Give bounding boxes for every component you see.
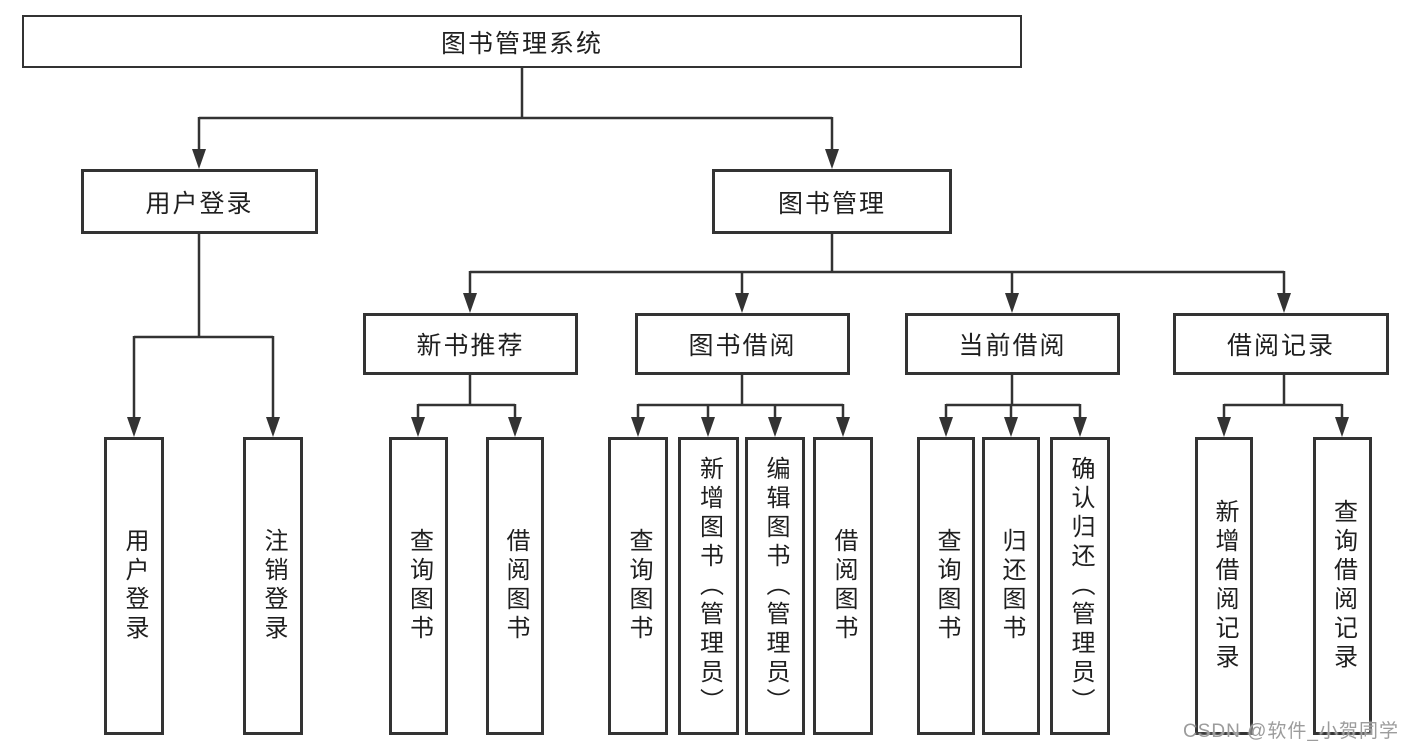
node-root-label: 图书管理系统 xyxy=(440,29,603,58)
node-user-login: 用户登录 xyxy=(81,169,318,234)
csdn-watermark: CSDN @软件_小贺同学 xyxy=(1183,721,1399,742)
leaf-user-login: 用户登录 xyxy=(104,437,164,735)
leaf-add-borrow-record: 新增借阅记录 xyxy=(1195,437,1253,735)
leaf-confirm-return-admin: 确认归还（管理员） xyxy=(1050,437,1110,735)
node-current-borrowing-label: 当前借阅 xyxy=(958,332,1067,360)
node-root: 图书管理系统 xyxy=(22,15,1022,68)
leaf-logout-label: 注销登录 xyxy=(260,528,287,644)
leaf-borrow-book-under-borrowing: 借阅图书 xyxy=(813,437,873,735)
leaf-add-borrow-record-label: 新增借阅记录 xyxy=(1211,499,1238,673)
node-borrowing-records-label: 借阅记录 xyxy=(1226,332,1335,360)
leaf-logout: 注销登录 xyxy=(243,437,303,735)
node-current-borrowing: 当前借阅 xyxy=(905,313,1120,375)
node-book-management: 图书管理 xyxy=(712,169,952,234)
leaf-borrow-book-under-new-book: 借阅图书 xyxy=(486,437,544,735)
node-new-book-recommendation: 新书推荐 xyxy=(363,313,578,375)
leaf-query-borrow-record: 查询借阅记录 xyxy=(1313,437,1372,735)
leaf-user-login-label: 用户登录 xyxy=(121,528,148,644)
leaf-query-borrow-record-label: 查询借阅记录 xyxy=(1329,499,1357,673)
leaf-query-book-under-new-book-label: 查询图书 xyxy=(405,528,433,644)
node-user-login-label: 用户登录 xyxy=(145,189,254,218)
leaf-query-book-under-new-book: 查询图书 xyxy=(389,437,448,735)
node-borrowing-records: 借阅记录 xyxy=(1173,313,1389,375)
leaf-borrow-book-under-new-book-label: 借阅图书 xyxy=(502,528,529,644)
leaf-query-book-under-borrowing: 查询图书 xyxy=(608,437,668,735)
leaf-edit-book-admin: 编辑图书（管理员） xyxy=(745,437,805,735)
node-book-borrowing: 图书借阅 xyxy=(635,313,850,375)
node-new-book-recommendation-label: 新书推荐 xyxy=(416,332,525,360)
leaf-return-book-label: 归还图书 xyxy=(998,528,1025,644)
leaf-add-book-admin-label: 新增图书（管理员） xyxy=(695,455,723,717)
node-book-management-label: 图书管理 xyxy=(777,189,886,218)
leaf-query-book-under-borrowing-label: 查询图书 xyxy=(625,528,652,644)
leaf-confirm-return-admin-label: 确认归还（管理员） xyxy=(1067,455,1094,717)
leaf-query-book-under-current-label: 查询图书 xyxy=(933,528,960,644)
leaf-query-book-under-current: 查询图书 xyxy=(917,437,975,735)
leaf-return-book: 归还图书 xyxy=(982,437,1040,735)
leaf-borrow-book-under-borrowing-label: 借阅图书 xyxy=(830,528,857,644)
node-book-borrowing-label: 图书借阅 xyxy=(688,332,797,360)
leaf-add-book-admin: 新增图书（管理员） xyxy=(678,437,739,735)
leaf-edit-book-admin-label: 编辑图书（管理员） xyxy=(762,455,789,717)
